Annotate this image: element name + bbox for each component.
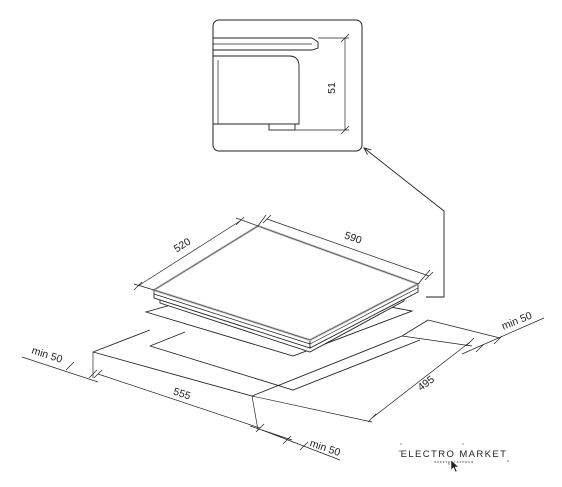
- dim-depth-label: 520: [172, 236, 193, 256]
- hob-glass-top: [151, 224, 421, 342]
- logo-name: ELECTRO MARKET: [401, 449, 508, 460]
- dim-clearance-left-label: min 50: [30, 345, 64, 366]
- detail-inset: 51: [212, 19, 363, 152]
- dim-cutout-width-label: 555: [172, 386, 193, 403]
- dim-clearance-right-label: min 50: [500, 310, 534, 333]
- dim-height-label: 51: [326, 82, 338, 94]
- dim-clearance-front-label: min 50: [308, 437, 342, 459]
- dim-clearance-front: min 50: [249, 425, 342, 461]
- dim-cutout-depth-label: 495: [416, 373, 437, 393]
- dim-cutout-depth: 495: [251, 335, 475, 423]
- dim-width: 590: [257, 214, 434, 285]
- dim-clearance-right: min 50: [427, 310, 545, 355]
- detail-callout-arrow: [364, 148, 445, 298]
- hob-body: [151, 224, 421, 353]
- cursor-icon: [450, 459, 460, 473]
- dim-clearance-left: min 50: [21, 345, 99, 383]
- dim-width-label: 590: [343, 230, 364, 247]
- electro-market-logo: ELECTRO MARKET электротехника: [399, 443, 509, 473]
